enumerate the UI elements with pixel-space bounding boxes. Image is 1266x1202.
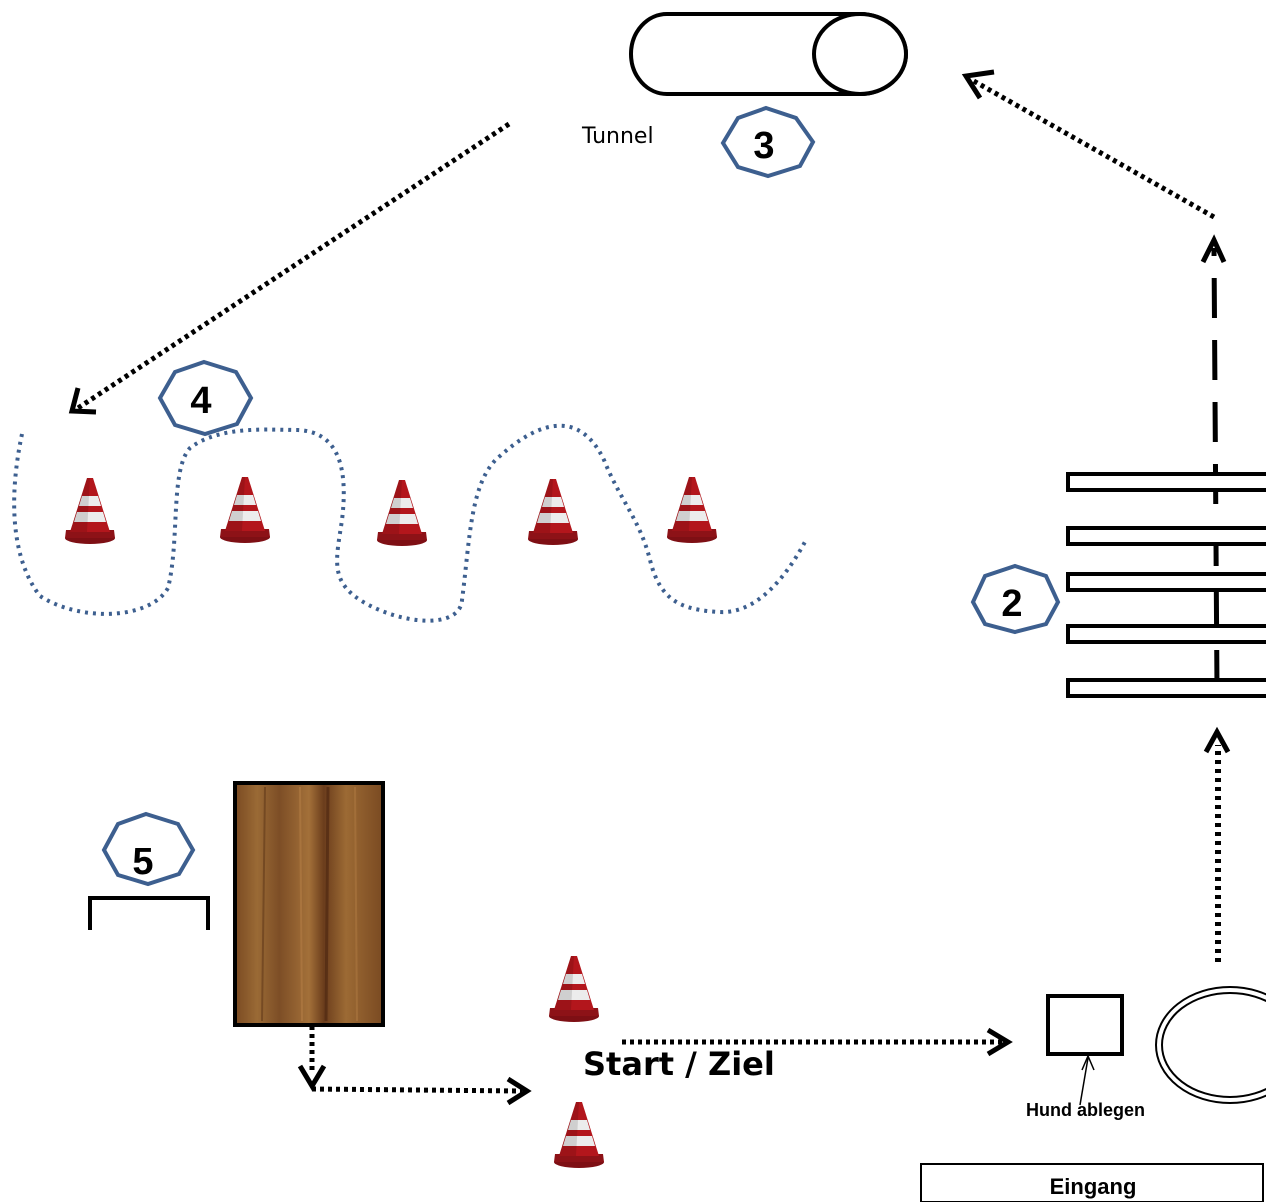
station-badge-2: 2 [970,563,1061,635]
station-number-3: 3 [753,125,774,167]
slalom-cone [377,480,427,546]
wooden-board-obstacle [233,781,385,1027]
station-badge-3: 3 [720,105,816,179]
station-number-4: 4 [190,380,211,422]
hoop-obstacle [1155,986,1266,1104]
start-cone-top [549,956,599,1022]
start-cone-bottom [554,1102,604,1168]
entrance-label: Eingang [1050,1174,1137,1199]
hurdle-obstacle [88,896,210,930]
dog-down-pointer [1079,1054,1095,1106]
start-finish-label: Start / Ziel [583,1045,775,1083]
dog-down-box [1046,994,1124,1056]
station-number-2: 2 [1001,583,1022,625]
slalom-cone [667,477,717,543]
path-arrow-to-tunnel [961,69,1216,220]
tunnel-label: Tunnel [581,124,654,149]
slalom-cone [220,477,270,543]
entrance-box [920,1163,1264,1202]
path-arrow-ramp-to-start [297,1026,532,1106]
tunnel-obstacle [629,12,908,96]
path-arrow-to-ladder [1203,726,1231,962]
slalom-cone [65,478,115,544]
station-badge-5: 5 [101,811,196,887]
slalom-cone [528,479,578,545]
station-number-5: 5 [132,841,153,883]
path-arrow-start-to-box [622,1027,1013,1057]
ladder-obstacle [1066,472,1266,698]
slalom-cones [65,477,717,546]
path-arrow-ladder-up [1200,234,1227,691]
dog-down-label: Hund ablegen [1026,1100,1145,1120]
path-arrow-to-slalom [68,121,511,415]
station-badge-4: 4 [157,359,254,437]
